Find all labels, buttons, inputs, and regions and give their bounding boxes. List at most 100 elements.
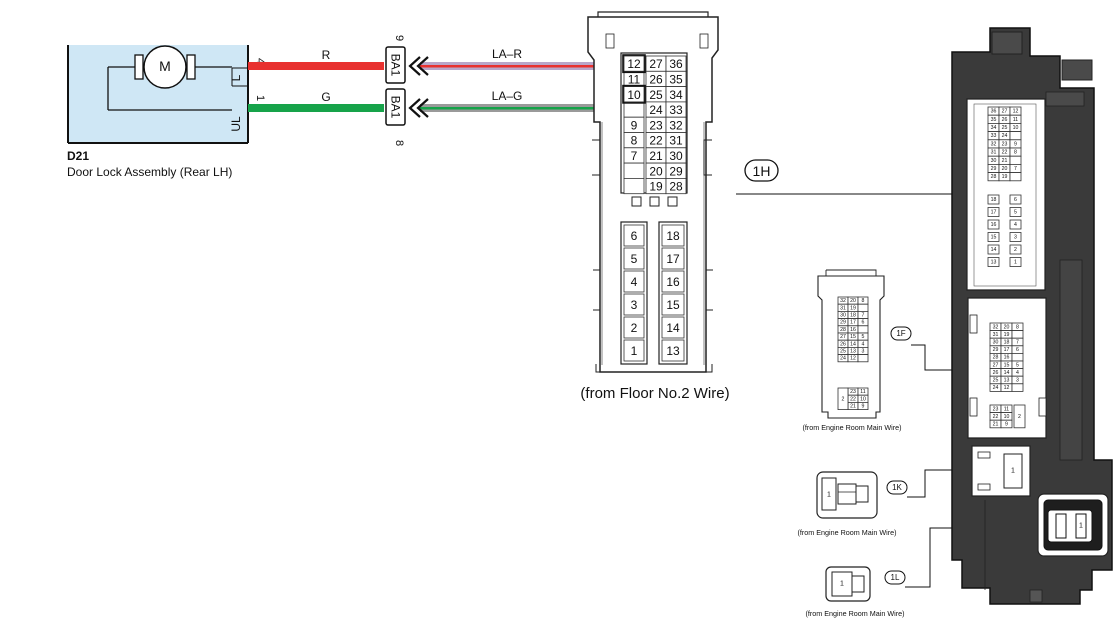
- pin-number: 4: [1016, 370, 1019, 376]
- pin-number: 3: [631, 298, 638, 312]
- pin-cell: [623, 270, 645, 293]
- pin-number: 4: [631, 275, 638, 289]
- pin-number: 33: [991, 133, 997, 139]
- wired-pin-highlight: [622, 54, 646, 74]
- pin-number: 5: [1014, 210, 1017, 216]
- pin-number: 18: [991, 197, 997, 203]
- pin-number: 26: [649, 72, 663, 86]
- pin-number: 19: [850, 305, 856, 311]
- pin-number: 18: [1004, 340, 1010, 346]
- pin-cell: [661, 247, 685, 270]
- pin-cell: [987, 207, 1000, 217]
- pin-number: 14: [666, 321, 680, 335]
- pin-number: 12: [850, 356, 856, 362]
- pin-number: 2: [1018, 414, 1021, 420]
- pin-number: 26: [993, 370, 999, 376]
- pin-number: 22: [649, 134, 663, 148]
- junction-ba1: BA1 BA1 9 8: [385, 35, 429, 146]
- pin-number: 28: [991, 174, 997, 180]
- wire-red: R: [248, 48, 384, 70]
- pin-cell: [837, 387, 849, 411]
- pin-number: 4: [862, 341, 865, 347]
- pin-number: 21: [850, 404, 856, 410]
- motor-label: M: [159, 58, 171, 74]
- junction-label-top: BA1: [389, 54, 403, 77]
- pin-number: 8: [1014, 150, 1017, 156]
- connector-1l-pin: 1: [840, 581, 844, 588]
- pin-cell: [1009, 232, 1022, 242]
- ecu-socket-1l-pin: 1: [1079, 523, 1083, 530]
- pin-cell: [1009, 219, 1022, 230]
- pin-number: 20: [1004, 324, 1010, 330]
- pin-number: 5: [1016, 362, 1019, 368]
- pin-number: 20: [850, 298, 856, 304]
- pin-number: 29: [669, 164, 683, 178]
- pin-number: 26: [1002, 117, 1008, 123]
- component-name: Door Lock Assembly (Rear LH): [67, 165, 232, 179]
- pin-number: 13: [991, 260, 997, 266]
- terminal-label-unlock: UL: [229, 116, 243, 132]
- pin-number: 36: [991, 109, 997, 115]
- pin-number: 9: [631, 118, 638, 132]
- pin-number: 30: [993, 340, 999, 346]
- motor-icon: [143, 45, 187, 89]
- pin-number: 6: [631, 229, 638, 243]
- door-lock-assembly: M L UL 4 1 D21 Door Lock Assembly (Rear …: [67, 45, 266, 179]
- pin-cell: [987, 219, 1000, 230]
- pin-number: 16: [1004, 355, 1010, 361]
- pin-number: 11: [628, 72, 641, 86]
- pin-number: 31: [669, 134, 683, 148]
- callout-1k-label: 1K: [892, 483, 902, 492]
- pin-number: 25: [649, 88, 663, 102]
- pin-cell: [1009, 244, 1022, 255]
- pin-number: 30: [669, 149, 683, 163]
- pin-cell: [1009, 172, 1022, 182]
- pin-cell: [1009, 257, 1022, 267]
- wired-pin-highlight: [622, 84, 646, 104]
- pin-cell: [1009, 155, 1022, 165]
- pin-cell: [661, 270, 685, 293]
- pin-number: 29: [991, 166, 997, 172]
- pin-number: 13: [1004, 378, 1010, 384]
- pin-number: 17: [666, 252, 680, 266]
- pin-number: 10: [1004, 414, 1010, 420]
- pin-number: 32: [840, 298, 846, 304]
- pin-number: 12: [1013, 109, 1019, 115]
- pin-number: 32: [669, 118, 683, 132]
- pin-number: 27: [649, 57, 663, 71]
- pin-number: 35: [669, 72, 683, 86]
- pin-number: 15: [850, 334, 856, 340]
- component-code: D21: [67, 149, 89, 163]
- wire-green: G: [248, 90, 384, 112]
- pin-number: 13: [666, 344, 680, 358]
- pin-number: 23: [649, 118, 663, 132]
- connector-1l-caption: (from Engine Room Main Wire): [805, 609, 904, 618]
- pin-number: 16: [850, 327, 856, 333]
- pin-number: 15: [1004, 362, 1010, 368]
- pin-number: 14: [991, 247, 997, 253]
- junction-pin-8: 8: [393, 140, 405, 146]
- pin-number: 5: [862, 334, 865, 340]
- pin-cell: [665, 177, 687, 195]
- junction-pin-9: 9: [393, 35, 405, 41]
- pin-number: 5: [631, 252, 638, 266]
- pin-number: 15: [666, 298, 680, 312]
- wire-la-r: LA–R: [420, 47, 620, 70]
- pin-number: 8: [1016, 324, 1019, 330]
- pin-number: 13: [850, 349, 856, 355]
- pin-number: 25: [840, 349, 846, 355]
- pin-number: 2: [1014, 247, 1017, 253]
- pin-number: 34: [669, 88, 683, 102]
- pin-number: 30: [840, 313, 846, 319]
- callout-1l-label: 1L: [891, 573, 900, 582]
- pin-number: 29: [840, 320, 846, 326]
- pin-number: 35: [991, 117, 997, 123]
- pin-cell: [661, 339, 685, 362]
- pin-number: 16: [991, 222, 997, 228]
- pin-cell: [623, 224, 645, 247]
- connector-1k: 1 (from Engine Room Main Wire) 1K: [797, 469, 972, 537]
- pin-cell: [623, 177, 645, 195]
